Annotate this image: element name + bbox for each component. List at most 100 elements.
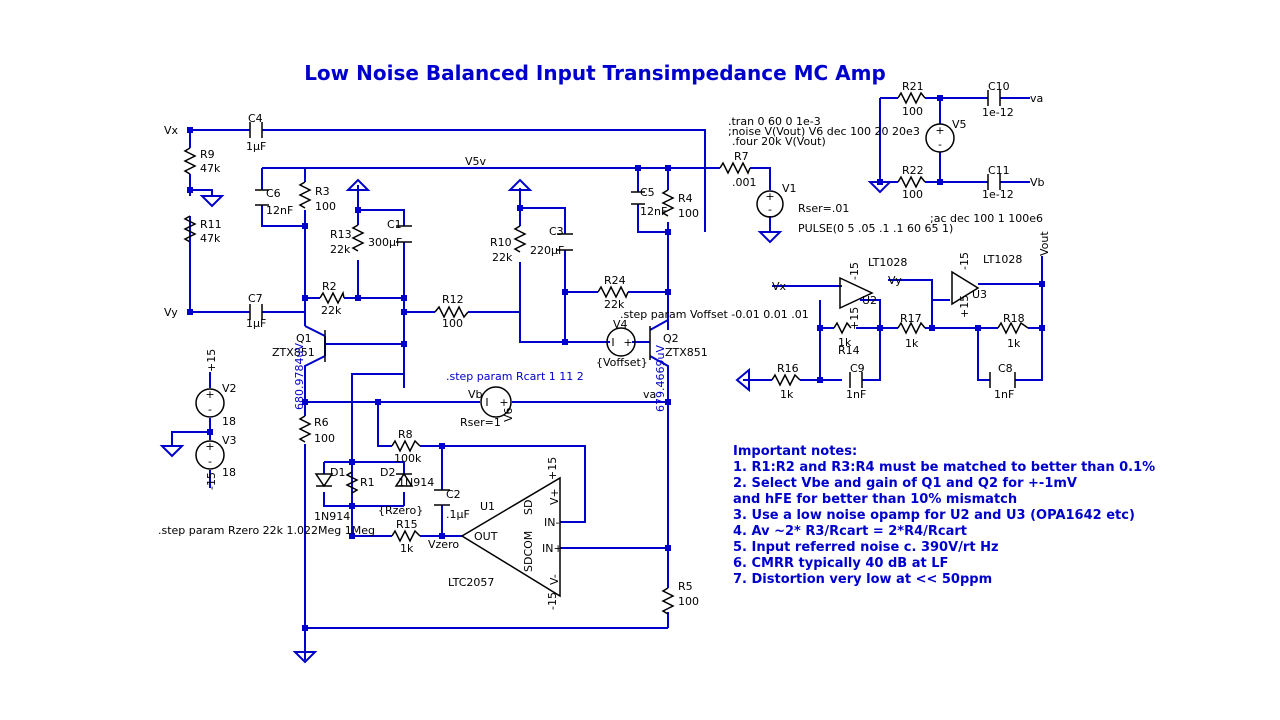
net-u3-minus: -15 — [958, 252, 971, 270]
svg-text:1nF: 1nF — [846, 388, 866, 401]
svg-text:D1: D1 — [330, 466, 345, 479]
part-labels: R9 47k R11 47k C4 1µF C7 1µF C6 12nF R3 … — [200, 80, 1025, 608]
svg-text:{Voffset}: {Voffset} — [596, 356, 648, 369]
net-u3-plus: +15 — [958, 295, 971, 318]
svg-text:R11: R11 — [200, 218, 222, 231]
svg-text:R16: R16 — [777, 362, 799, 375]
svg-text:100: 100 — [442, 317, 463, 330]
svg-text:+: + — [935, 124, 944, 137]
svg-text:-: - — [938, 138, 942, 151]
svg-text:+: + — [765, 190, 774, 203]
capacitor-symbols — [249, 90, 1016, 506]
svg-text:1e-12: 1e-12 — [982, 106, 1014, 119]
svg-text:100: 100 — [902, 188, 923, 201]
svg-text:.step param Rzero 22k 1.022Meg: .step param Rzero 22k 1.022Meg 1Meg — [158, 524, 375, 537]
net-u2-minus: -15 — [848, 262, 861, 280]
svg-text:V6: V6 — [502, 407, 515, 422]
svg-text:47k: 47k — [200, 162, 221, 175]
svg-text:V1: V1 — [782, 182, 797, 195]
svg-text:C6: C6 — [266, 187, 281, 200]
svg-text:100: 100 — [315, 200, 336, 213]
svg-text:ZTX851: ZTX851 — [665, 346, 708, 359]
svg-text:1k: 1k — [838, 336, 852, 349]
svg-text:D2: D2 — [380, 466, 395, 479]
opamp-symbols — [460, 270, 980, 598]
svg-text:680.9784uV: 680.9784uV — [293, 343, 306, 410]
svg-text:1e-12: 1e-12 — [982, 188, 1014, 201]
svg-text:7. Distortion very low at << 5: 7. Distortion very low at << 50ppm — [733, 572, 992, 587]
svg-text:R18: R18 — [1003, 312, 1025, 325]
important-notes: Important notes: 1. R1:R2 and R3:R4 must… — [733, 444, 1155, 587]
svg-text:+: + — [623, 336, 632, 349]
svg-text:V4: V4 — [613, 318, 628, 331]
net-vzero: Vzero — [428, 538, 459, 551]
svg-text:I: I — [485, 396, 488, 409]
svg-text:100: 100 — [678, 595, 699, 608]
svg-text:R24: R24 — [604, 274, 626, 287]
svg-text:1k: 1k — [780, 388, 794, 401]
svg-text:Q1: Q1 — [296, 332, 312, 345]
svg-text:V2: V2 — [222, 382, 237, 395]
svg-text:1µF: 1µF — [246, 317, 266, 330]
svg-text:.step param Rcart 1 11 2: .step param Rcart 1 11 2 — [446, 370, 584, 383]
svg-text:100: 100 — [314, 432, 335, 445]
svg-text:.four 20k V(Vout): .four 20k V(Vout) — [732, 135, 826, 148]
svg-text:.001: .001 — [732, 176, 757, 189]
svg-text:R7: R7 — [734, 150, 749, 163]
svg-text:22k: 22k — [492, 251, 513, 264]
svg-text:PULSE(0 5 .05 .1 .1 60 65 1): PULSE(0 5 .05 .1 .1 60 65 1) — [798, 222, 953, 235]
svg-text:U1: U1 — [480, 500, 495, 513]
net-v3-minus: -15 — [205, 472, 218, 490]
svg-text:2. Select Vbe and gain of Q1 a: 2. Select Vbe and gain of Q1 and Q2 for … — [733, 476, 1077, 491]
svg-text:.1µF: .1µF — [446, 508, 470, 521]
svg-text:U2: U2 — [862, 294, 877, 307]
svg-text:6. CMRR typically 40 dB at LF: 6. CMRR typically 40 dB at LF — [733, 556, 948, 571]
svg-text:R5: R5 — [678, 580, 693, 593]
svg-text:R2: R2 — [322, 280, 337, 293]
svg-text:5. Input referred noise c. 390: 5. Input referred noise c. 390V/rt Hz — [733, 540, 999, 555]
svg-text:SD: SD — [522, 500, 535, 515]
svg-text:R12: R12 — [442, 293, 464, 306]
svg-text:R6: R6 — [314, 416, 329, 429]
svg-text:Important notes:: Important notes: — [733, 444, 857, 459]
net-v2-plus: +15 — [205, 349, 218, 372]
svg-text:220µF: 220µF — [530, 244, 564, 257]
net-va-out: va — [1030, 92, 1043, 105]
svg-text:and hFE for better than 10% mi: and hFE for better than 10% mismatch — [733, 492, 1017, 507]
svg-text:C3: C3 — [549, 225, 564, 238]
net-u1-plus: +15 — [546, 457, 559, 480]
svg-text:SDCOM: SDCOM — [522, 531, 535, 572]
svg-text:Q2: Q2 — [663, 332, 679, 345]
svg-text:-: - — [208, 403, 212, 416]
net-vx-in: Vx — [772, 280, 787, 293]
svg-text:-: - — [768, 203, 772, 216]
svg-text:.step param Voffset -0.01 0.01: .step param Voffset -0.01 0.01 .01 — [620, 308, 809, 321]
svg-text:1N914: 1N914 — [314, 510, 350, 523]
svg-text:OUT: OUT — [474, 530, 498, 543]
svg-text:C4: C4 — [248, 112, 263, 125]
svg-text:R13: R13 — [330, 228, 352, 241]
svg-text:100k: 100k — [394, 452, 422, 465]
svg-text:IN-: IN- — [544, 516, 559, 529]
svg-text:{Rzero}: {Rzero} — [378, 504, 423, 517]
svg-text:R17: R17 — [900, 312, 922, 325]
svg-text:R8: R8 — [398, 428, 413, 441]
svg-text:C9: C9 — [850, 362, 865, 375]
net-u1-minus: -15 — [546, 592, 559, 610]
svg-text:4. Av ~2* R3/Rcart = 2*R4/Rcar: 4. Av ~2* R3/Rcart = 2*R4/Rcart — [733, 524, 967, 539]
net-vb-out: Vb — [1030, 176, 1045, 189]
net-vb: Vb — [468, 388, 483, 401]
svg-text:100: 100 — [902, 105, 923, 118]
net-vy-in: Vy — [888, 274, 902, 287]
net-vy: Vy — [164, 306, 178, 319]
svg-text:C7: C7 — [248, 292, 263, 305]
resistor-symbols — [183, 91, 1029, 615]
svg-text:22k: 22k — [604, 298, 625, 311]
svg-text:Rser=.01: Rser=.01 — [798, 202, 849, 215]
svg-text:1nF: 1nF — [994, 388, 1014, 401]
svg-text:R3: R3 — [315, 185, 330, 198]
svg-text:C10: C10 — [988, 80, 1010, 93]
svg-text:22k: 22k — [330, 243, 351, 256]
svg-text:R1: R1 — [360, 476, 375, 489]
